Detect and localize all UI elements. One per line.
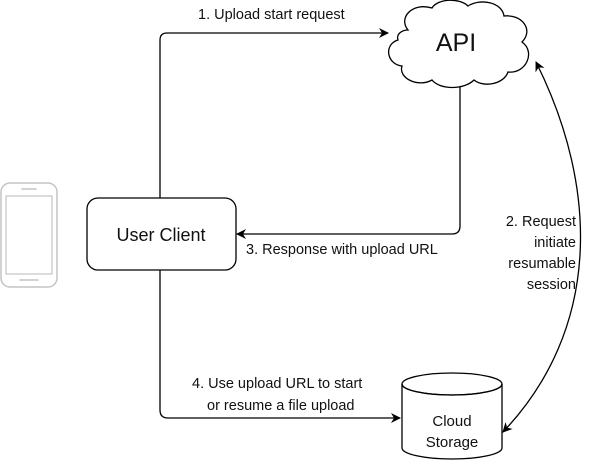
edge-response-upload-url bbox=[236, 86, 461, 239]
edge-label-step4-line2: or resume a file upload bbox=[207, 398, 355, 414]
cloud-storage-node: Cloud Storage bbox=[401, 372, 503, 460]
api-cloud-shape bbox=[388, 0, 530, 89]
edge-label-step2-line1: 2. Request bbox=[506, 214, 576, 230]
edge-label-step1: 1. Upload start request bbox=[198, 7, 345, 23]
edge-label-step2-line2: initiate bbox=[534, 235, 576, 251]
cloud-storage-label-line2: Storage bbox=[426, 434, 479, 451]
user-client-label: User Client bbox=[116, 225, 205, 245]
edge-label-step2-line3: resumable bbox=[508, 256, 576, 272]
edge-label-step3: 3. Response with upload URL bbox=[246, 242, 438, 258]
edge-use-upload-url bbox=[159, 270, 401, 423]
api-label: API bbox=[436, 29, 476, 57]
cloud-storage-cylinder bbox=[401, 384, 503, 460]
api-node: API bbox=[388, 0, 530, 89]
edge-upload-start-request bbox=[159, 28, 389, 198]
edge-label-step4-line1: 4. Use upload URL to start bbox=[192, 376, 362, 392]
smartphone-icon bbox=[0, 182, 58, 288]
edge-request-initiate-session bbox=[502, 61, 582, 433]
user-client-node: User Client bbox=[86, 197, 237, 271]
edge-label-step2-line4: session bbox=[527, 277, 576, 293]
cloud-storage-label-line1: Cloud bbox=[432, 413, 471, 430]
